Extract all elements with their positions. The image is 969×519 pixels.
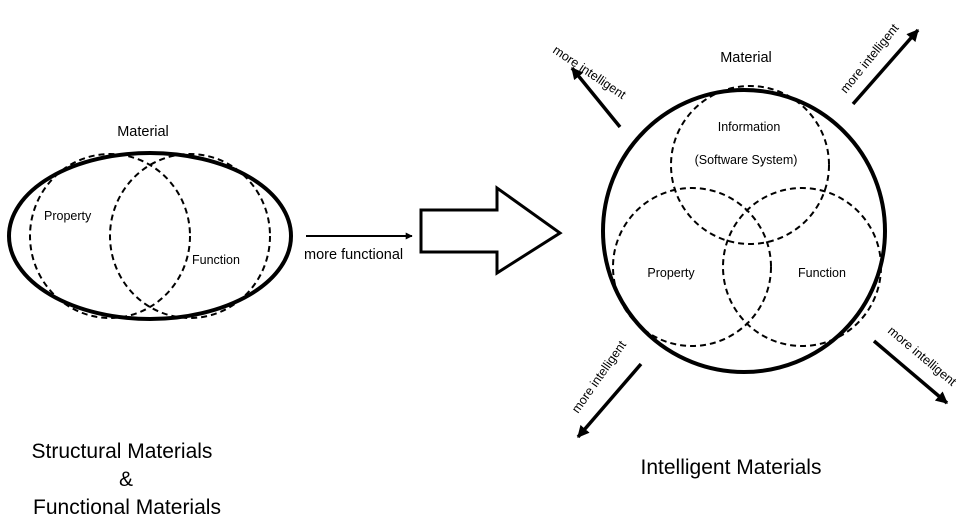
- right-information-circle: [670, 85, 830, 245]
- left-material-label: Material: [117, 124, 169, 140]
- arrow-bottom-left: more intelligent: [569, 338, 643, 439]
- right-function-circle: [722, 187, 882, 347]
- right-function-label: Function: [798, 266, 846, 280]
- arrow-bottom-right: more intelligent: [872, 324, 959, 405]
- arrow-bottom-left-label: more intelligent: [569, 338, 629, 416]
- right-software-label: (Software System): [695, 153, 798, 167]
- more-functional-arrow: more functional: [304, 232, 413, 263]
- left-function-label: Function: [192, 253, 240, 267]
- right-material-group: Material Information (Software System) P…: [601, 50, 887, 374]
- right-material-label: Material: [720, 50, 772, 66]
- right-information-label: Information: [718, 120, 781, 134]
- left-caption-line-3: Functional Materials: [33, 496, 221, 519]
- arrow-bottom-right-label: more intelligent: [885, 324, 959, 390]
- left-material-group: Material Property Function: [7, 124, 293, 321]
- right-caption: Intelligent Materials: [641, 456, 822, 479]
- left-property-circle: [29, 153, 191, 319]
- left-property-label: Property: [44, 209, 92, 223]
- right-material-circle: [601, 88, 887, 374]
- left-caption-line-2: &: [119, 468, 133, 491]
- more-functional-label: more functional: [304, 247, 403, 263]
- arrow-top-left: more intelligent: [550, 43, 629, 129]
- left-material-ellipse: [7, 151, 293, 321]
- left-function-circle: [109, 153, 271, 319]
- left-caption-line-1: Structural Materials: [32, 440, 213, 463]
- arrow-top-right: more intelligent: [837, 21, 920, 106]
- right-property-circle: [612, 187, 772, 347]
- arrow-top-left-label: more intelligent: [550, 43, 629, 102]
- transition-hollow-arrow: [419, 185, 563, 276]
- left-caption: Structural Materials & Functional Materi…: [32, 440, 221, 519]
- right-property-label: Property: [647, 266, 695, 280]
